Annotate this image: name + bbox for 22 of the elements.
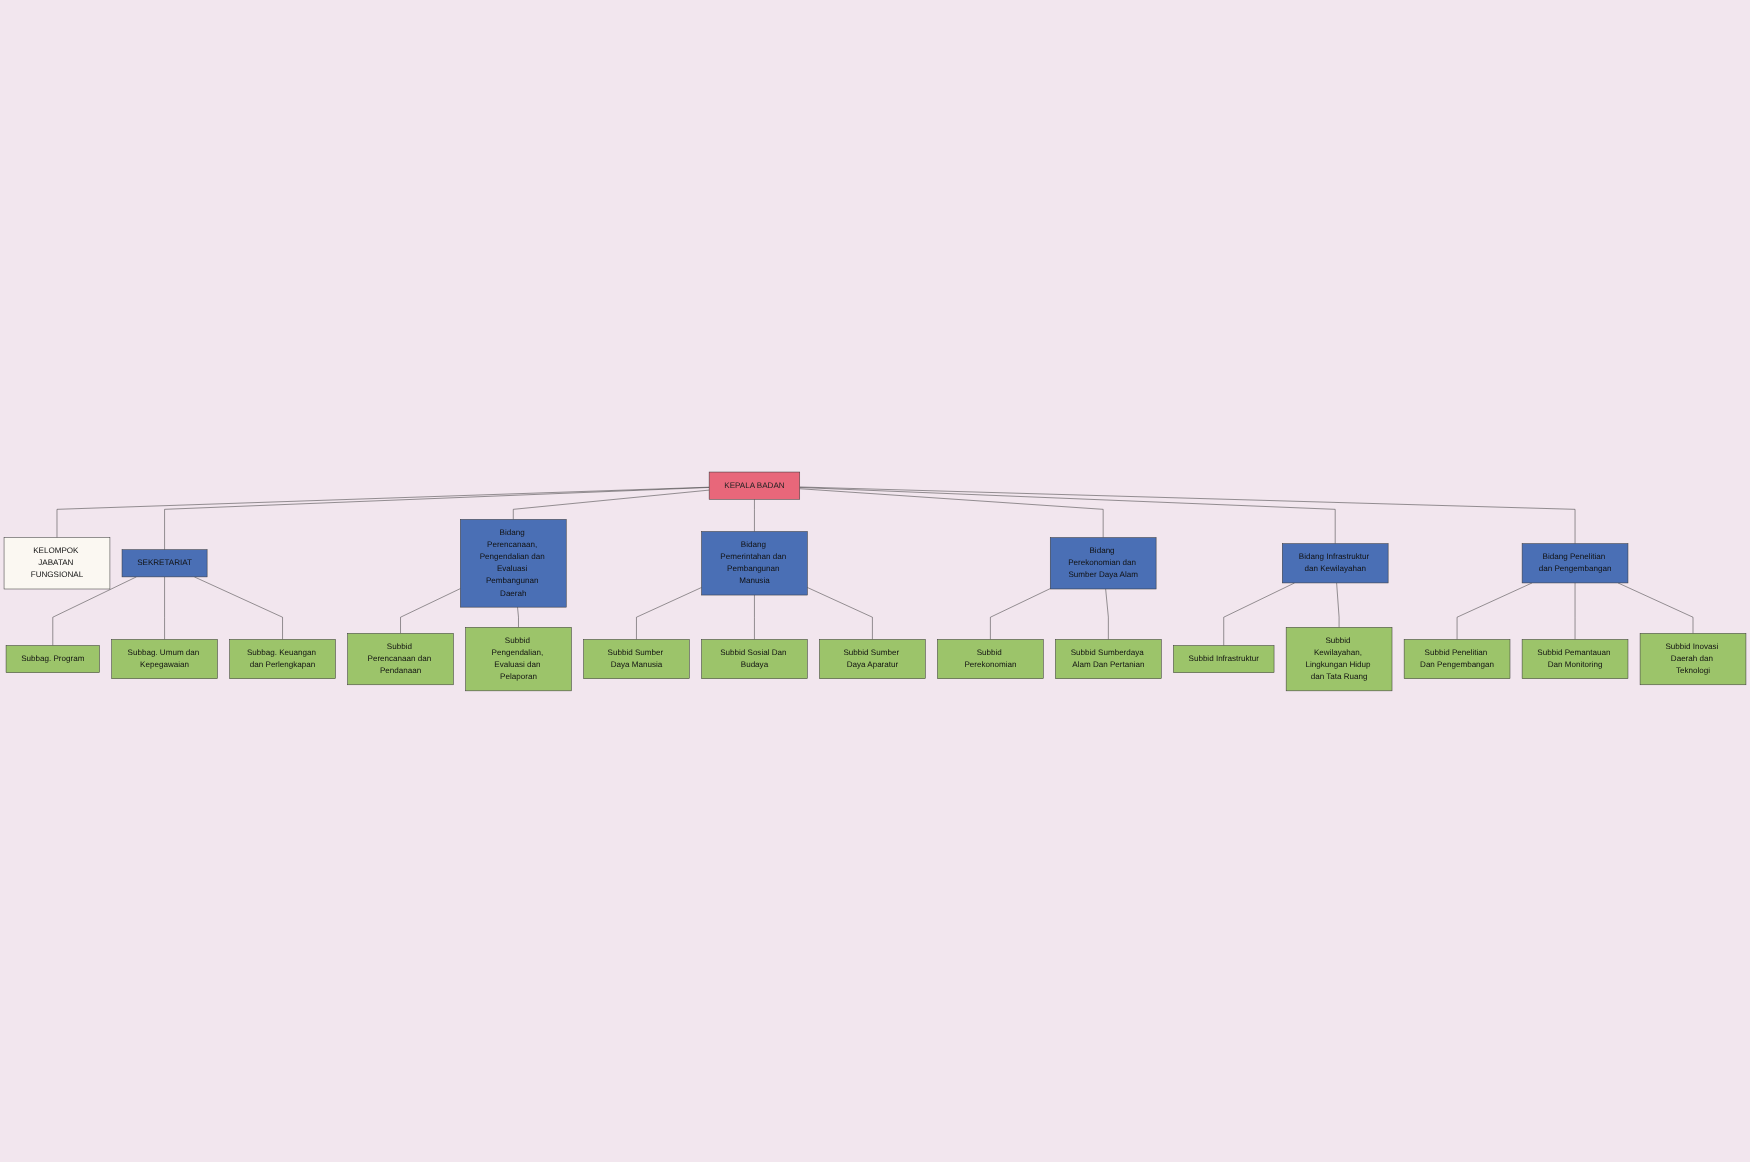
connector (754, 498, 755, 532)
connector (400, 587, 461, 634)
connector (164, 576, 165, 640)
connector (799, 486, 1576, 544)
connector (164, 486, 710, 550)
connector (799, 488, 1104, 538)
connector (1574, 582, 1576, 640)
connector (52, 576, 137, 646)
connector (754, 594, 755, 640)
connector (636, 586, 702, 640)
connector (1336, 582, 1340, 628)
connector (799, 486, 1336, 544)
connector (990, 587, 1051, 640)
connector (1105, 588, 1109, 640)
connector (1223, 582, 1295, 646)
connector (194, 576, 283, 640)
connector (1456, 582, 1533, 640)
connector (807, 586, 873, 640)
connector (1617, 582, 1694, 634)
connector (517, 606, 519, 628)
connector (513, 489, 710, 520)
connector (56, 486, 710, 538)
